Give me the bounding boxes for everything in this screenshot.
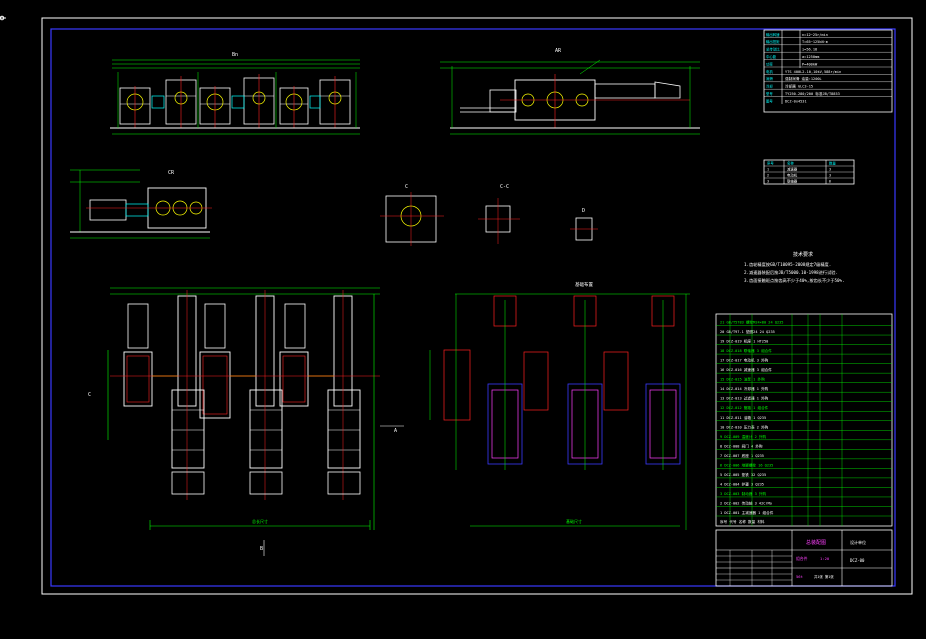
small-table-cell: 3: [829, 168, 831, 172]
corner-grip-icon[interactable]: [0, 15, 5, 21]
parts-list-row: 15 DCZ-015 油泵 1 外购: [720, 377, 765, 382]
parts-list-row: 11 DCZ-011 油箱 1 Q235: [720, 415, 766, 420]
notes-title: 技术要求: [793, 251, 813, 258]
small-table-cell: 3: [767, 180, 769, 184]
spec-row-value: 冷却器 GLC3-15: [785, 84, 813, 89]
section-cc-view: C-C: [478, 184, 520, 244]
parts-list: 21 GB/T5783 螺栓M24×80 24 Q235 20 GB/T97.1 …: [715, 313, 893, 527]
view-label-top-right: AR: [555, 48, 562, 54]
title-drawing-no: DCZ-00: [850, 558, 865, 563]
small-table-cell: 3: [829, 174, 831, 178]
small-table: 序号 名称 数量 1 减速器 3 2 电动机 3 3 联轴器 6: [763, 159, 855, 185]
small-table-cell: 序号: [767, 161, 774, 166]
section-d-label: D: [582, 208, 585, 214]
drawing-title: 总装配图: [806, 539, 826, 546]
parts-list-row: 18 DCZ-018 联轴器 3 组合件: [720, 348, 772, 353]
parts-list-row: 4 DCZ-004 护罩 3 Q235: [720, 481, 764, 486]
title-material: 组合件: [796, 556, 808, 561]
small-table-cell: 名称: [787, 161, 794, 166]
spec-row-value: i=56.18: [802, 48, 817, 52]
technical-notes: 技术要求 1.齿轮精度按GB/T10095-2008规定7级精度. 2.减速器装…: [744, 251, 845, 284]
parts-list-row: 12 DCZ-012 管路 1 组合件: [720, 405, 769, 410]
note-line-3: 3.齿面接触斑点按齿高不少于40%,按齿长不少于50%.: [744, 277, 845, 284]
small-table-cell: 数量: [829, 161, 836, 166]
parts-list-row: 13 DCZ-013 过滤器 1 外购: [720, 396, 769, 401]
title-sheet: 共1张 第1张: [814, 574, 834, 579]
parts-list-row: 7 DCZ-007 底座 1 Q235: [720, 453, 764, 458]
inner-border: [50, 28, 896, 587]
spec-row-value: P=400kW: [802, 62, 818, 66]
spec-row-label: 图号: [766, 98, 773, 103]
parts-list-row: 17 DCZ-017 电动机 3 外购: [720, 358, 769, 363]
spec-row-value: 强制润滑 油量:1200L: [785, 76, 822, 81]
spec-row-label: 电机: [766, 69, 773, 74]
plan-left-dim-text: 总长尺寸: [252, 518, 268, 524]
spec-row-value: DCZ-0x4531: [785, 99, 807, 103]
plan-right-dim-text: 基础尺寸: [566, 518, 582, 524]
title-block: 总装配图 设计单位 组合件 1:20 56t 共1张 第1张 DCZ-00: [715, 529, 893, 587]
spec-row-value: n=12~25r/min: [802, 33, 828, 37]
parts-list-header: 序号 代号 名称 数量 材料: [720, 519, 765, 524]
parts-list-row: 9 DCZ-009 温度计 2 外购: [720, 434, 767, 439]
spec-row-value: a=1250mm: [802, 55, 819, 59]
axis-b-label: B: [260, 546, 263, 552]
spec-row-label: 冷却: [766, 84, 773, 89]
small-table-cell: 联轴器: [787, 179, 798, 184]
parts-list-row: 21 GB/T5783 螺栓M24×80 24 Q235: [720, 320, 783, 325]
top-left-view: Bn: [110, 52, 360, 135]
note-line-1: 1.齿轮精度按GB/T10095-2008规定7级精度.: [744, 261, 831, 268]
plan-view-left: 总长尺寸 B C A: [88, 287, 404, 556]
plan-view-right: 基础布置 基础尺寸: [429, 281, 690, 530]
spec-row-label: 输出转速: [766, 32, 780, 37]
parts-list-row: 3 DCZ-003 制动器 3 外购: [720, 491, 767, 496]
title-weight: 56t: [796, 574, 803, 579]
spec-table: 输出转速 n=12~25r/min 输出扭矩 T=65~125kN·m 总传动比 i=56…: [763, 29, 893, 113]
spec-row-label: 功率: [766, 61, 773, 66]
spec-row-value: T=65~125kN·m: [802, 40, 828, 44]
section-c-label: C: [405, 184, 408, 190]
layout-right-label: 基础布置: [575, 281, 593, 288]
outer-frame: [41, 17, 913, 595]
spec-row-value: YTS 400L2-10,10kV,588r/min: [785, 70, 841, 74]
parts-list-row: 5 DCZ-005 垫铁 32 Q235: [720, 472, 766, 477]
mid-left-view: CR: [70, 169, 212, 239]
small-table-cell: 1: [767, 168, 769, 172]
title-company: 设计单位: [850, 539, 866, 545]
note-line-2: 2.减速器装配后按JB/T5000.10-1998进行试验.: [744, 269, 838, 276]
axis-a-label: A: [394, 428, 397, 434]
view-label-top-left: Bn: [232, 52, 238, 58]
parts-list-row: 2 DCZ-002 传动轴 3 42CrMo: [720, 500, 772, 505]
small-table-cell: 6: [829, 180, 831, 184]
parts-list-row: 1 DCZ-001 主减速器 1 组合件: [720, 510, 774, 515]
spec-row-label: 型号: [766, 91, 773, 96]
parts-list-row: 14 DCZ-014 冷却器 1 外购: [720, 386, 769, 391]
title-scale: 1:20: [820, 556, 830, 561]
spec-row-label: 总传动比: [766, 47, 780, 52]
view-label-mid-left: CR: [168, 170, 175, 176]
small-table-cell: 电动机: [787, 173, 798, 178]
parts-list-row: 10 DCZ-010 压力表 2 外购: [720, 424, 769, 429]
spec-row-label: 润滑: [766, 76, 773, 81]
spec-row-label: 输出扭矩: [766, 39, 780, 44]
axis-c-label: C: [88, 392, 91, 398]
parts-list-row: 19 DCZ-019 机座 1 HT250: [720, 339, 768, 344]
parts-list-row: 20 GB/T97.1 垫圈24 24 Q235: [720, 329, 775, 334]
parts-list-row: 16 DCZ-016 减速器 3 组合件: [720, 367, 772, 372]
section-cc-label: C-C: [500, 184, 509, 190]
top-right-view: AR: [440, 48, 700, 135]
small-table-cell: 2: [767, 174, 769, 178]
parts-list-row: 8 DCZ-008 阀门 4 外购: [720, 443, 763, 448]
spec-row-label: 中心距: [766, 54, 777, 59]
small-table-cell: 减速器: [787, 167, 798, 172]
section-d-view: D: [570, 208, 598, 241]
section-c-view: C: [380, 184, 444, 246]
spec-row-value: TY250-280/200 标准JB/T8853: [785, 91, 840, 96]
parts-list-row: 6 DCZ-006 地脚螺栓 16 Q235: [720, 462, 773, 467]
